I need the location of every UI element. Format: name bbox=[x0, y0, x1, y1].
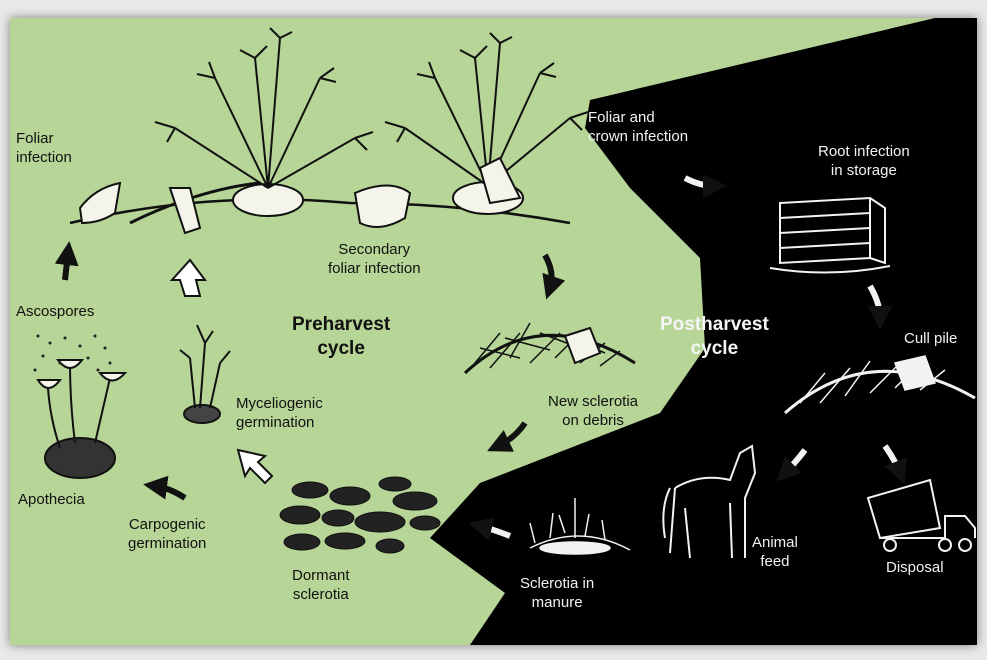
label-ascospores: Ascospores bbox=[16, 302, 94, 321]
label-sclerotia-in-manure: Sclerotia in manure bbox=[520, 574, 594, 612]
label-apothecia: Apothecia bbox=[18, 490, 85, 509]
label-foliar-and-crown-infection: Foliar and crown infection bbox=[588, 108, 688, 146]
label-disposal: Disposal bbox=[886, 558, 944, 577]
title-postharvest-cycle: Postharvest cycle bbox=[660, 313, 769, 361]
label-carpogenic-germination: Carpogenic germination bbox=[128, 515, 206, 553]
life-cycle-diagram: Foliar infection Secondary foliar infect… bbox=[10, 18, 977, 645]
arrow-ascospores-to-foliar bbox=[65, 253, 68, 280]
title-preharvest-cycle: Preharvest cycle bbox=[292, 313, 390, 361]
label-root-infection-in-storage: Root infection in storage bbox=[818, 142, 910, 180]
secondary-infection-lesion bbox=[355, 186, 410, 228]
label-myceliogenic-germination: Myceliogenic germination bbox=[236, 394, 323, 432]
label-secondary-foliar-infection: Secondary foliar infection bbox=[328, 240, 421, 278]
label-cull-pile: Cull pile bbox=[904, 329, 957, 348]
label-foliar-infection: Foliar infection bbox=[16, 129, 72, 167]
label-animal-feed: Animal feed bbox=[752, 533, 798, 571]
label-new-sclerotia-on-debris: New sclerotia on debris bbox=[548, 392, 638, 430]
label-dormant-sclerotia: Dormant sclerotia bbox=[292, 566, 350, 604]
